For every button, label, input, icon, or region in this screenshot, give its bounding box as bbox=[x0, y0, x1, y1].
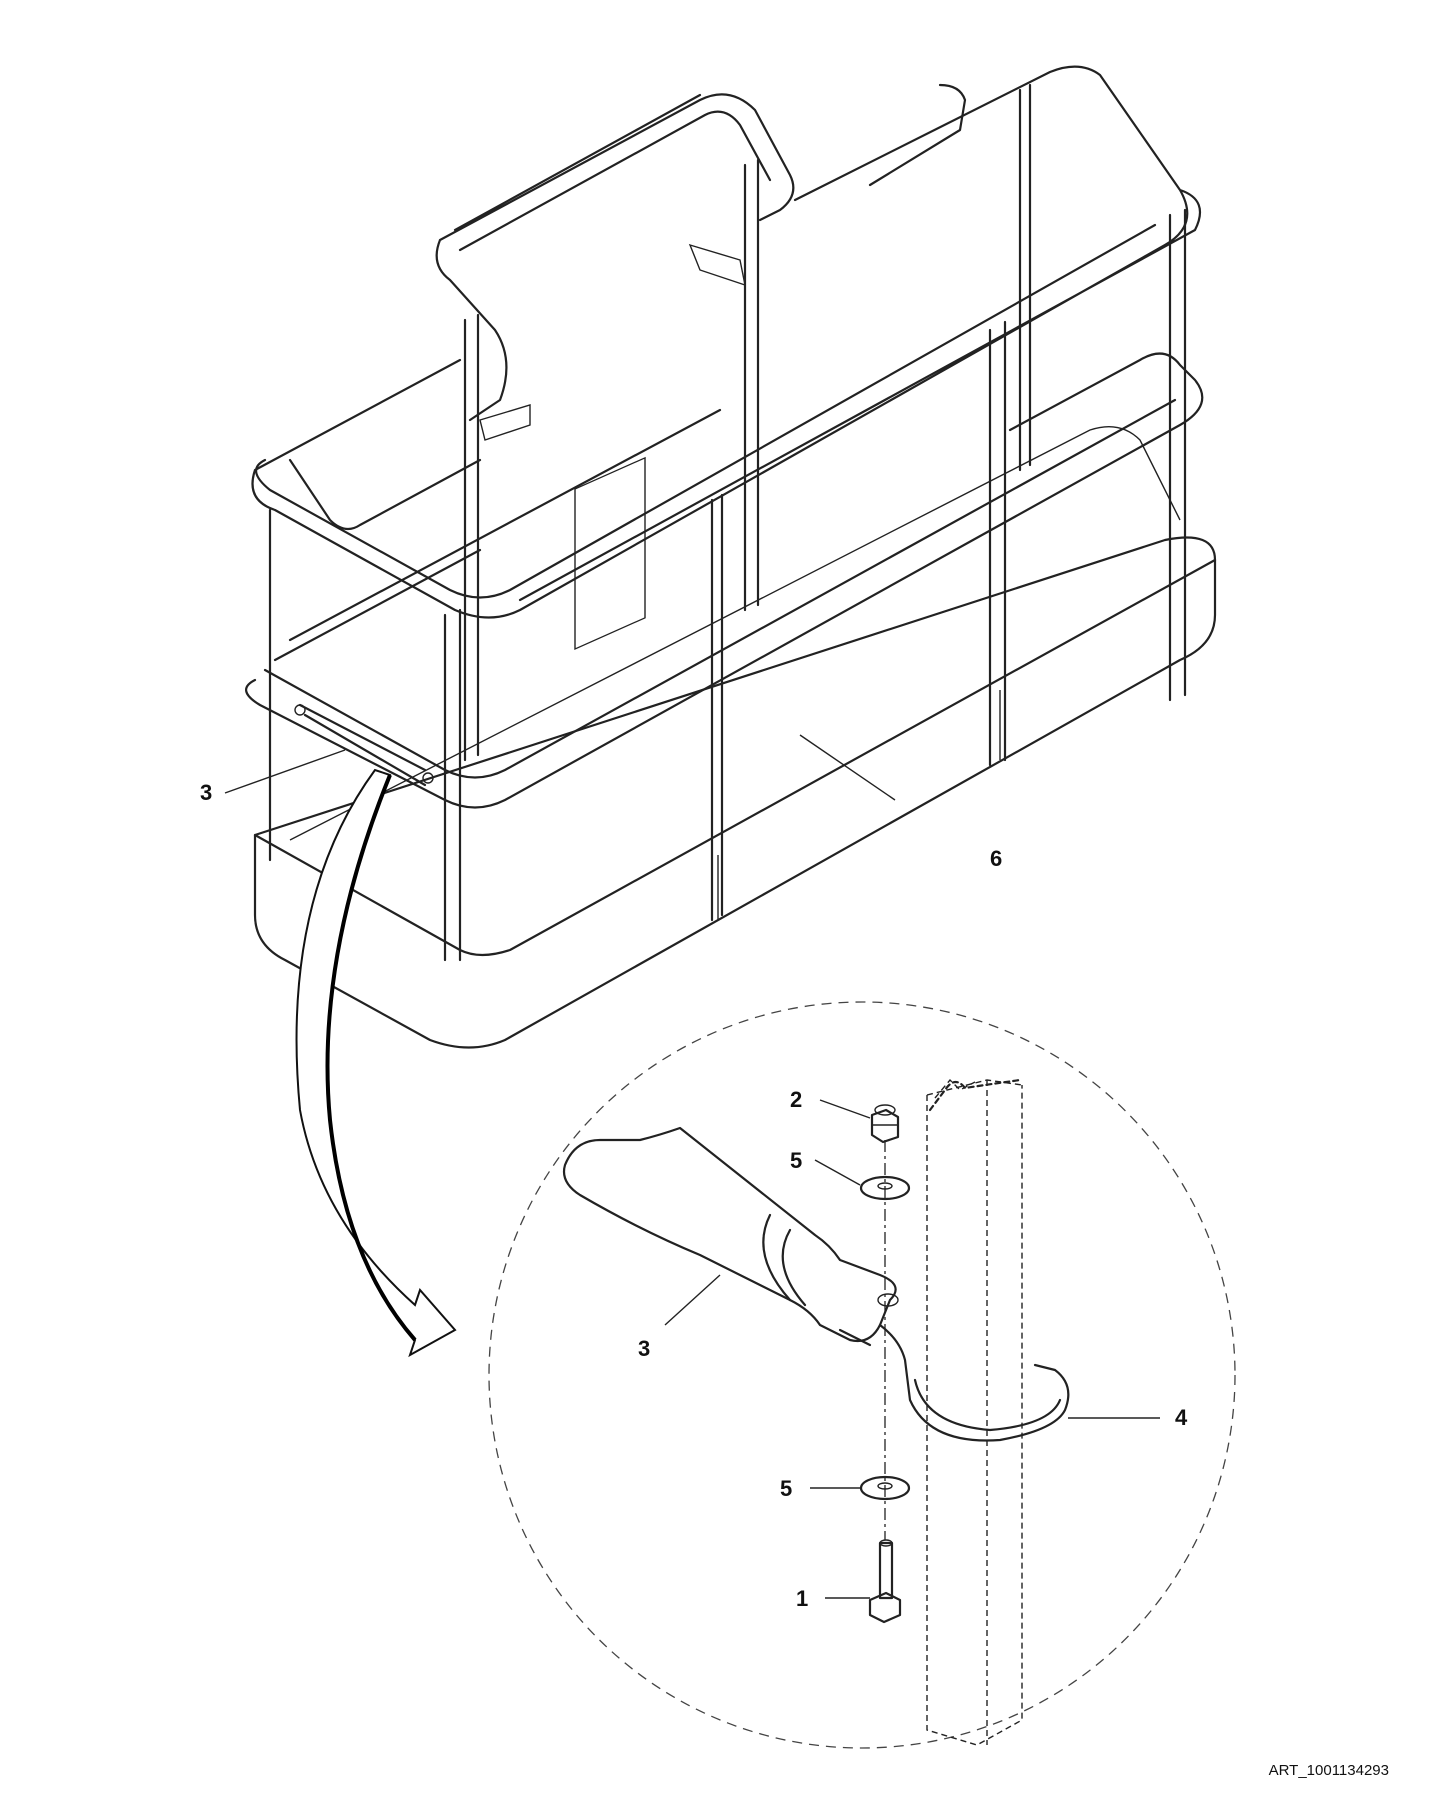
callout-2: 2 bbox=[790, 1087, 802, 1112]
mid-rail bbox=[245, 352, 1204, 809]
leader-6 bbox=[799, 734, 896, 801]
detail-arrow bbox=[295, 768, 457, 1358]
callout-3-main: 3 bbox=[200, 780, 212, 805]
platform-basket bbox=[245, 65, 1217, 1049]
callout-1: 1 bbox=[796, 1586, 808, 1611]
leader-3-detail bbox=[664, 1274, 721, 1326]
callout-6: 6 bbox=[990, 846, 1002, 871]
leader-5-upper bbox=[814, 1159, 861, 1186]
top-rail bbox=[251, 65, 1202, 619]
detail-view bbox=[562, 1078, 1070, 1746]
callout-4: 4 bbox=[1175, 1405, 1188, 1430]
floor bbox=[289, 426, 1181, 841]
toe-board bbox=[253, 536, 1217, 1049]
art-id-label: ART_1001134293 bbox=[1268, 1762, 1389, 1779]
u-clamp-part-4 bbox=[878, 1323, 1070, 1442]
callout-5-upper: 5 bbox=[790, 1148, 802, 1173]
gate-rail bbox=[435, 93, 795, 422]
nut-part-2 bbox=[870, 1104, 900, 1144]
bar-part-3 bbox=[562, 1126, 897, 1343]
bolt-part-1 bbox=[868, 1539, 902, 1624]
leader-3-main bbox=[224, 749, 346, 794]
callout-5-lower: 5 bbox=[780, 1476, 792, 1501]
detail-circle bbox=[488, 1001, 1236, 1749]
sign-plate bbox=[574, 456, 646, 651]
leader-2 bbox=[819, 1099, 871, 1119]
callout-3-detail: 3 bbox=[638, 1336, 650, 1361]
removable-bar bbox=[298, 703, 427, 787]
post bbox=[926, 1078, 1023, 1746]
